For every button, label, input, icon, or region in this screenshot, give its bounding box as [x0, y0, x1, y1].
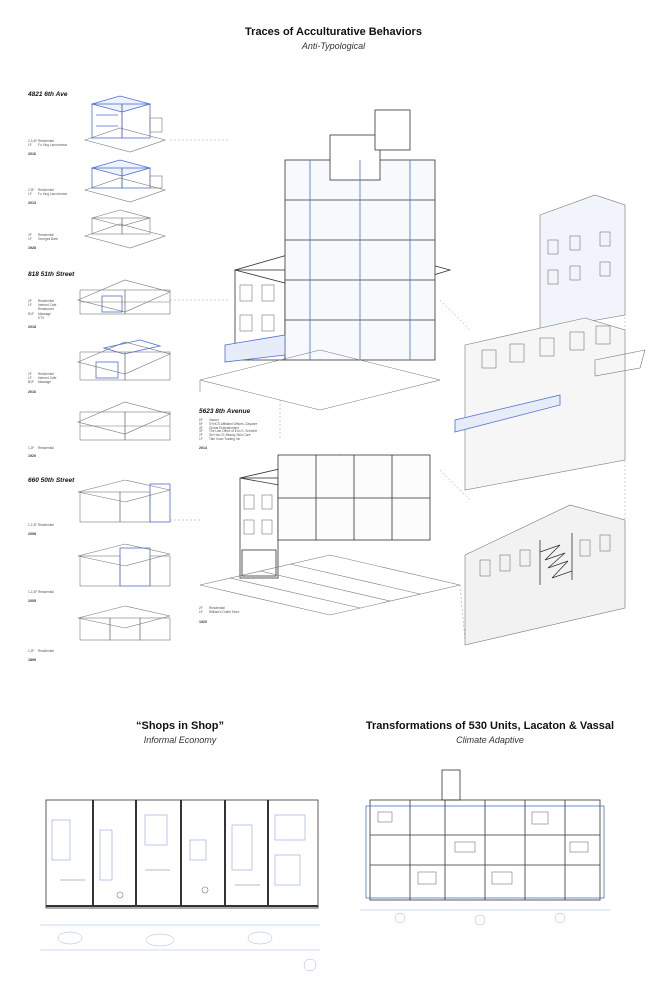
snapshot-year: 2005: [28, 599, 36, 603]
axo-660-2005: [77, 543, 171, 587]
section-subtitle-climate-adaptive: Climate Adaptive: [456, 735, 524, 745]
snapshot-year: 1920: [199, 620, 207, 624]
snapshot-year: 1928: [28, 246, 36, 250]
axo-5623-tower: [199, 109, 452, 411]
main-building-address: 5623 8th Avenue: [199, 408, 251, 415]
snapshot-year: 2014: [199, 446, 207, 450]
section-subtitle-informal-economy: Informal Economy: [143, 735, 217, 745]
axo-660-2008: [77, 479, 171, 523]
case-address-4821-6th-ave: 4821 6th Ave: [28, 91, 68, 98]
section-title-shops-in-shop: “Shops in Shop”: [136, 720, 224, 732]
page-title: Traces of Acculturative Behaviors: [245, 26, 422, 38]
floor-list: 1,2,3FResidential: [28, 523, 54, 527]
axo-4821-1928: [83, 209, 167, 249]
case-address-818-51th-street: 818 51th Street: [28, 271, 75, 278]
case-address-660-50th-street: 660 50th Street: [28, 477, 75, 484]
snapshot-year: 2013: [28, 201, 36, 205]
snapshot-year: 2016: [28, 390, 36, 394]
page-subtitle: Anti-Typological: [301, 41, 366, 51]
snapshot-year: 2016: [28, 152, 36, 156]
snapshot-year: 1899: [28, 658, 36, 662]
axo-818-2018: [77, 279, 171, 315]
axo-660-1899: [77, 605, 171, 641]
elevation-upper: [539, 194, 626, 331]
axo-818-2016: [77, 339, 171, 381]
elevation-lower: [464, 504, 626, 646]
snapshot-year: 2018: [28, 325, 36, 329]
snapshot-year: 1920: [28, 454, 36, 458]
axo-818-1920: [77, 401, 171, 441]
axo-4821-2013: [83, 159, 167, 203]
axo-4821-2016: [83, 95, 167, 153]
snapshot-year: 2008: [28, 532, 36, 536]
floor-list: 1,2,3FResidential: [28, 590, 54, 594]
section-title-transformations: Transformations of 530 Units, Lacaton & …: [365, 720, 615, 732]
